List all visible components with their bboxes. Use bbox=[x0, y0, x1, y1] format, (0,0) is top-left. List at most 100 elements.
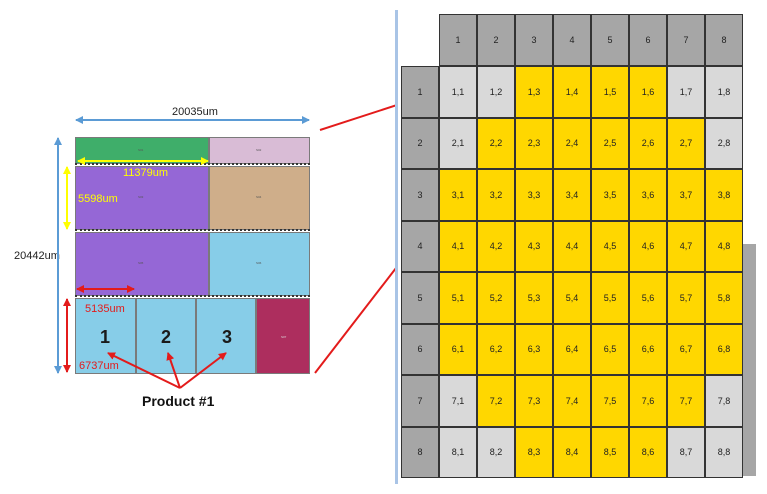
grid-cell: 3,7 bbox=[667, 169, 705, 221]
grid-cell: 6,5 bbox=[591, 323, 629, 375]
grid-cell: 1,1 bbox=[439, 66, 477, 118]
grid-cell: 7,4 bbox=[553, 375, 591, 427]
product-number-3: 3 bbox=[222, 327, 233, 347]
grid-cell: 6,3 bbox=[515, 323, 553, 375]
grid-cell: 3,6 bbox=[629, 169, 667, 221]
grid-cell: 2,3 bbox=[515, 117, 553, 169]
grid-col-header: 1 bbox=[439, 14, 477, 66]
panel-divider bbox=[395, 10, 398, 484]
grid-cell: 3,5 bbox=[591, 169, 629, 221]
grid-col-header: 2 bbox=[477, 14, 515, 66]
grid-right-strip bbox=[741, 244, 756, 476]
grid-cell: 1,2 bbox=[477, 66, 515, 118]
grid-cell: 8,7 bbox=[667, 426, 705, 478]
product-width-label: 5135um bbox=[85, 303, 125, 315]
grid-cell: 8,6 bbox=[629, 426, 667, 478]
grid-row-header: 4 bbox=[401, 220, 439, 272]
grid-cell: 2,5 bbox=[591, 117, 629, 169]
block-width-label: 11379um bbox=[123, 167, 169, 179]
grid-cell: 4,5 bbox=[591, 220, 629, 272]
grid-cell: 6,1 bbox=[439, 323, 477, 375]
block-label: S02 bbox=[256, 148, 262, 152]
grid-cell: 8,3 bbox=[515, 426, 553, 478]
grid-cell: 2,2 bbox=[477, 117, 515, 169]
grid-cell: 6,8 bbox=[705, 323, 743, 375]
grid-cell: 8,2 bbox=[477, 426, 515, 478]
grid-cell: 1,6 bbox=[629, 66, 667, 118]
grid-cell: 5,4 bbox=[553, 272, 591, 324]
grid-cell: 6,4 bbox=[553, 323, 591, 375]
grid-row-header: 2 bbox=[401, 117, 439, 169]
grid-cell: 6,2 bbox=[477, 323, 515, 375]
grid-cell: 3,3 bbox=[515, 169, 553, 221]
block-label: S04 bbox=[256, 195, 262, 199]
grid-cell: 4,6 bbox=[629, 220, 667, 272]
grid-cell: 5,7 bbox=[667, 272, 705, 324]
grid-cell: 2,1 bbox=[439, 117, 477, 169]
grid-cell: 8,1 bbox=[439, 426, 477, 478]
grid-cell: 7,6 bbox=[629, 375, 667, 427]
grid-cell: 1,5 bbox=[591, 66, 629, 118]
grid-cell: 7,7 bbox=[667, 375, 705, 427]
grid-row-header: 3 bbox=[401, 169, 439, 221]
block-label: S05 bbox=[138, 261, 144, 265]
grid-cell: 3,4 bbox=[553, 169, 591, 221]
grid-cell: 5,2 bbox=[477, 272, 515, 324]
grid-cell: 3,2 bbox=[477, 169, 515, 221]
grid-cell: 7,3 bbox=[515, 375, 553, 427]
grid-cell: 8,4 bbox=[553, 426, 591, 478]
grid-row-header: 6 bbox=[401, 323, 439, 375]
grid-row-header: 5 bbox=[401, 272, 439, 324]
width-dimension-label: 20035um bbox=[172, 106, 218, 118]
block-cyan: S06 bbox=[209, 232, 310, 296]
grid-cell: 4,7 bbox=[667, 220, 705, 272]
grid-cell: 1,7 bbox=[667, 66, 705, 118]
block-height-label: 5598um bbox=[78, 193, 118, 205]
caption-pointer-3 bbox=[179, 352, 227, 389]
grid-cell: 2,8 bbox=[705, 117, 743, 169]
grid-col-header: 8 bbox=[705, 14, 743, 66]
block-label: S01 bbox=[138, 148, 144, 152]
grid-cell: 8,5 bbox=[591, 426, 629, 478]
block-tan: S04 bbox=[209, 166, 310, 230]
grid-row-header: 1 bbox=[401, 66, 439, 118]
grid-cell: 6,7 bbox=[667, 323, 705, 375]
grid-cell: 5,6 bbox=[629, 272, 667, 324]
product-block-3 bbox=[196, 298, 256, 374]
block-maroon: S07 bbox=[256, 298, 310, 374]
grid-cell: 2,6 bbox=[629, 117, 667, 169]
grid-cell: 1,8 bbox=[705, 66, 743, 118]
grid-cell: 7,8 bbox=[705, 375, 743, 427]
grid-cell: 5,3 bbox=[515, 272, 553, 324]
grid-col-header: 4 bbox=[553, 14, 591, 66]
grid-row-header: 8 bbox=[401, 426, 439, 478]
grid-cell: 4,3 bbox=[515, 220, 553, 272]
grid-cell: 2,7 bbox=[667, 117, 705, 169]
grid-cell: 7,5 bbox=[591, 375, 629, 427]
scribe-line bbox=[75, 295, 310, 299]
product-number-1: 1 bbox=[100, 327, 111, 347]
grid-cell: 6,6 bbox=[629, 323, 667, 375]
grid-cell: 2,4 bbox=[553, 117, 591, 169]
grid-cell: 7,1 bbox=[439, 375, 477, 427]
caption-pointer-2 bbox=[166, 352, 181, 389]
grid-cell: 4,8 bbox=[705, 220, 743, 272]
block-label: S03 bbox=[138, 195, 144, 199]
block-label: S06 bbox=[256, 261, 262, 265]
height-dimension-label: 20442um bbox=[14, 250, 60, 262]
block-label: S07 bbox=[281, 335, 287, 339]
product-block-2 bbox=[136, 298, 196, 374]
grid-cell: 4,4 bbox=[553, 220, 591, 272]
grid-cell: 1,4 bbox=[553, 66, 591, 118]
grid-cell: 4,2 bbox=[477, 220, 515, 272]
grid-cell: 3,1 bbox=[439, 169, 477, 221]
grid-cell: 7,2 bbox=[477, 375, 515, 427]
grid-col-header: 3 bbox=[515, 14, 553, 66]
grid-cell: 3,8 bbox=[705, 169, 743, 221]
product-height-label: 6737um bbox=[79, 360, 119, 372]
product-number-2: 2 bbox=[161, 327, 172, 347]
product-caption: Product #1 bbox=[142, 393, 215, 409]
grid-cell: 1,3 bbox=[515, 66, 553, 118]
grid-row-header: 7 bbox=[401, 375, 439, 427]
grid-cell: 4,1 bbox=[439, 220, 477, 272]
